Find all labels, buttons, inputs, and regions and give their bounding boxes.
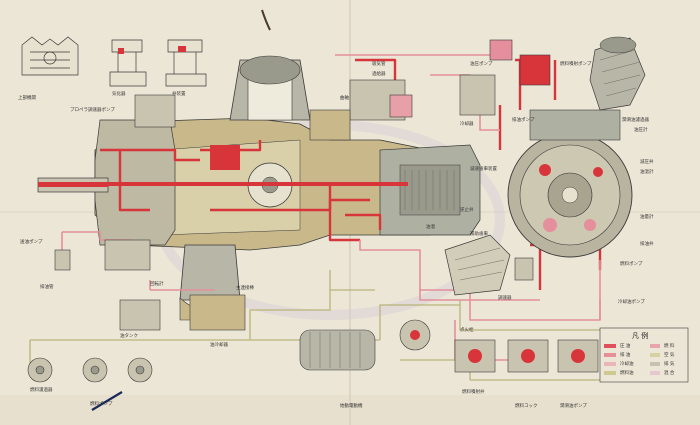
- oil-pressure-lines: [100, 58, 602, 290]
- label-mid-5: 調速器: [498, 296, 512, 301]
- label-top-left-3: 弁装置: [172, 92, 186, 97]
- legend-swatch: [650, 371, 660, 375]
- label-top-mid-2: 吸気管: [372, 62, 386, 67]
- propeller-shaft: [37, 177, 408, 193]
- legend-swatch: [604, 362, 616, 366]
- label-top-left-1: 上部機関: [18, 96, 36, 101]
- legend-swatch: [650, 362, 660, 366]
- label-bottom-9: 点火栓: [460, 328, 474, 333]
- legend-title: 凡 例: [632, 332, 649, 340]
- middle-cooler: [444, 234, 534, 296]
- label-mid-1: 減速歯車装置: [470, 167, 497, 172]
- ink-stroke: [91, 391, 123, 411]
- label-right-4: 油温計: [640, 170, 654, 175]
- legend-label: 燃料油: [620, 371, 634, 376]
- label-left-1: 送油ポンプ: [20, 240, 43, 245]
- label-right-6: 排油弁: [640, 242, 654, 247]
- label-right-8: 冷却油ポンプ: [618, 300, 645, 305]
- top-right-supercharger: [589, 36, 646, 111]
- label-bottom-3: 燃料ポンプ: [90, 402, 113, 407]
- label-bottom-7: 燃料コック: [515, 404, 538, 409]
- label-bottom-8: 潤滑油ポンプ: [560, 404, 587, 409]
- label-mid-3: 曲軸: [340, 96, 349, 101]
- legend-label: 圧 油: [620, 344, 631, 349]
- legend-swatch: [650, 344, 660, 348]
- label-mid-4: 油溜: [426, 225, 435, 230]
- label-top-mid-1: プロペラ調速器ポンプ: [70, 108, 115, 113]
- bottom-components: [27, 294, 599, 383]
- label-bottom-1: 油タンク: [120, 334, 138, 339]
- label-right-2: 油圧計: [634, 128, 648, 133]
- label-bottom-2: 燃料濾過器: [30, 388, 53, 393]
- top-left-engine-sketches: [21, 36, 207, 87]
- legend-swatch: [650, 353, 660, 357]
- label-right-7: 燃料ポンプ: [620, 262, 643, 267]
- legend-label: 混 合: [664, 371, 675, 376]
- legend-label: 燃 料: [664, 344, 675, 349]
- label-bottom-5: 油冷却器: [210, 343, 228, 348]
- legend-swatch: [604, 371, 616, 375]
- label-right-1: 潤滑油濾過器: [622, 118, 649, 123]
- legend-label: 冷却油: [620, 362, 634, 367]
- label-mid-7: 逆止弁: [460, 208, 474, 213]
- label-mid-2: 主連接棒: [236, 286, 254, 291]
- legend-swatch: [604, 353, 616, 357]
- label-right-5: 油量計: [640, 215, 654, 220]
- label-top-right-4: 冷却器: [460, 122, 474, 127]
- label-bottom-4: 始動電動機: [340, 404, 363, 409]
- label-top-mid-3: 過給器: [372, 72, 386, 77]
- right-gear-case: [507, 109, 633, 258]
- label-top-right-1: 油圧ポンプ: [470, 62, 493, 67]
- label-left-2: 排油管: [40, 285, 54, 290]
- label-top-right-3: 排油ポンプ: [512, 118, 535, 123]
- label-bottom-6: 燃料噴射弁: [462, 390, 485, 395]
- legend-label: 排 気: [664, 362, 675, 367]
- legend-label: 排 油: [620, 353, 631, 358]
- label-top-left-2: 気化器: [112, 92, 126, 97]
- label-left-3: 回転計: [150, 282, 164, 287]
- label-mid-6: 補助歯車: [470, 232, 488, 237]
- label-top-right-2: 燃料噴射ポンプ: [560, 62, 592, 67]
- legend-swatch: [604, 344, 616, 348]
- legend-label: 空 気: [664, 353, 675, 358]
- label-right-3: 減圧弁: [640, 160, 654, 165]
- left-accessories: [54, 239, 161, 331]
- top-middle-components: [134, 39, 551, 170]
